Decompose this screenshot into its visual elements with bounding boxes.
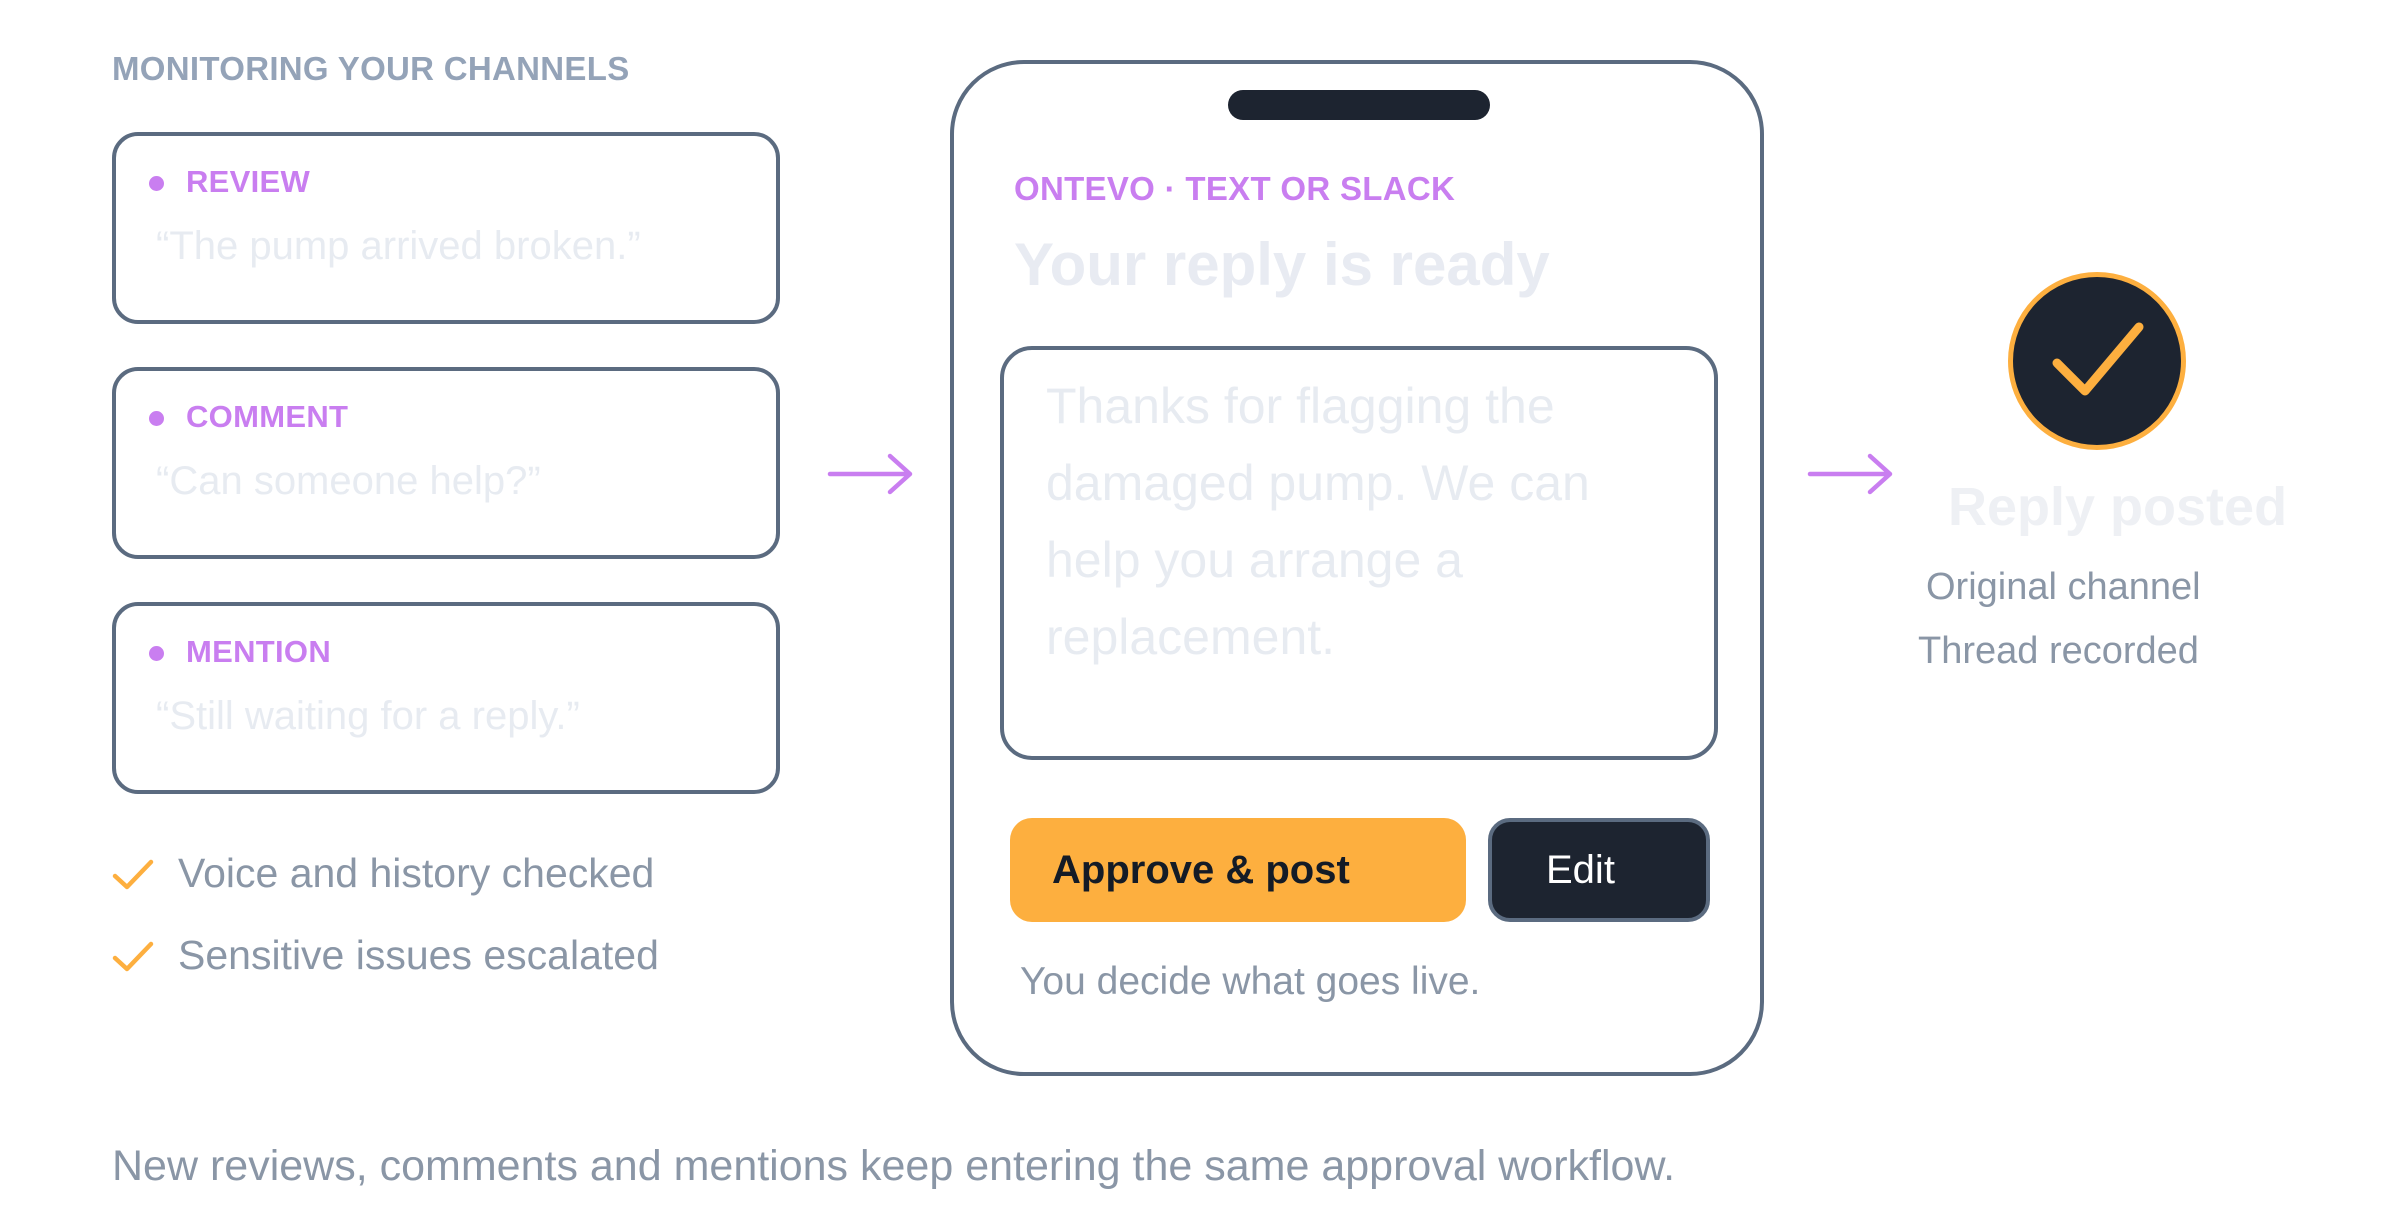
- check-item-label: Sensitive issues escalated: [178, 932, 659, 978]
- phone-eyebrow: ONTEVO · TEXT OR SLACK: [1014, 170, 1456, 207]
- checkmark-icon: [112, 941, 154, 972]
- channel-quote: “The pump arrived broken.”: [156, 224, 641, 268]
- checkmark-icon: [112, 859, 154, 890]
- arrow-right-icon: [827, 453, 913, 495]
- channel-card-review: REVIEW “The pump arrived broken.”: [112, 132, 780, 324]
- channel-kind: MENTION: [186, 634, 332, 669]
- approve-post-button[interactable]: Approve & post: [1010, 818, 1466, 922]
- dot-icon: [149, 411, 164, 426]
- phone-notch: [1228, 90, 1490, 120]
- reply-draft-text: Thanks for flagging the damaged pump. We…: [1046, 378, 1590, 665]
- channel-card-comment: COMMENT “Can someone help?”: [112, 367, 780, 559]
- result-line: Thread recorded: [1918, 630, 2199, 672]
- result-title: Reply posted: [1948, 477, 2288, 537]
- checkmark-icon: [2052, 322, 2144, 396]
- edit-button[interactable]: Edit: [1488, 818, 1710, 922]
- arrow-right-icon: [1807, 453, 1893, 495]
- result-line: Original channel: [1926, 566, 2201, 608]
- reply-draft-box[interactable]: Thanks for flagging the damaged pump. We…: [1000, 346, 1718, 760]
- section-heading: MONITORING YOUR CHANNELS: [112, 50, 630, 87]
- check-item-label: Voice and history checked: [178, 850, 655, 896]
- phone-caption: You decide what goes live.: [1020, 960, 1481, 1003]
- channel-kind: REVIEW: [186, 164, 311, 199]
- checkmark-circle-icon: [2008, 272, 2186, 450]
- channel-quote: “Can someone help?”: [156, 459, 541, 503]
- footer-caption: New reviews, comments and mentions keep …: [112, 1142, 1676, 1190]
- channel-card-mention: MENTION “Still waiting for a reply.”: [112, 602, 780, 794]
- channel-quote: “Still waiting for a reply.”: [156, 694, 580, 738]
- phone-title: Your reply is ready: [1014, 231, 1550, 298]
- channel-kind: COMMENT: [186, 399, 349, 434]
- dot-icon: [149, 176, 164, 191]
- dot-icon: [149, 646, 164, 661]
- phone-mockup: ONTEVO · TEXT OR SLACK Your reply is rea…: [950, 60, 1764, 1076]
